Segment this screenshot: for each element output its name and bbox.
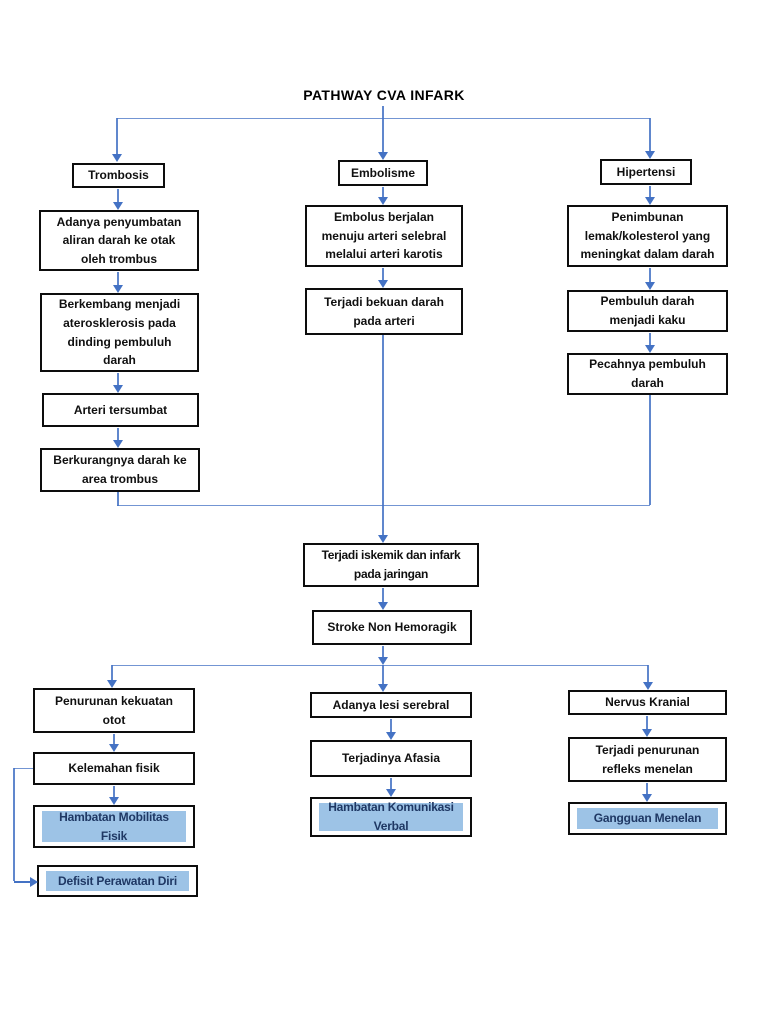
connector-line xyxy=(117,492,119,506)
arrow-head xyxy=(386,789,396,797)
connector-line xyxy=(382,335,384,535)
connector-line xyxy=(116,118,118,154)
connector-line xyxy=(13,768,15,881)
connector-line xyxy=(111,665,113,680)
arrow-head xyxy=(386,732,396,740)
node-embolisme-header: Embolisme xyxy=(338,160,428,186)
arrow-head xyxy=(107,680,117,688)
arrow-head xyxy=(378,280,388,288)
node-terjadi-penurunan-refleks: Terjadi penurunan refleks menelan xyxy=(568,737,727,782)
connector-line xyxy=(112,665,648,666)
arrow-head xyxy=(30,877,38,887)
arrow-head xyxy=(113,285,123,293)
connector-line xyxy=(14,881,30,883)
arrow-head xyxy=(643,682,653,690)
node-berkurangnya-darah: Berkurangnya darah ke area trombus xyxy=(40,448,200,492)
node-pecahnya-pembuluh-darah: Pecahnya pembuluh darah xyxy=(567,353,728,395)
connector-line xyxy=(390,778,392,789)
arrow-head xyxy=(642,729,652,737)
connector-line xyxy=(117,505,650,506)
connector-line xyxy=(117,272,119,285)
connector-line xyxy=(649,395,651,505)
node-penimbunan-lemak: Penimbunan lemak/kolesterol yang meningk… xyxy=(567,205,728,267)
node-terjadi-bekuan-darah: Terjadi bekuan darah pada arteri xyxy=(305,288,463,335)
connector-line xyxy=(117,189,119,202)
connector-line xyxy=(382,106,384,118)
arrow-head xyxy=(378,197,388,205)
node-adanya-penyumbatan: Adanya penyumbatan aliran darah ke otak … xyxy=(39,210,199,271)
connector-line xyxy=(117,373,119,385)
connector-line xyxy=(14,768,33,769)
node-hambatan-mobilitas-fisik: Hambatan Mobilitas Fisik xyxy=(33,805,195,848)
connector-line xyxy=(117,428,119,440)
connector-line xyxy=(649,186,651,197)
diagnosis-highlight: Hambatan Komunikasi Verbal xyxy=(319,800,463,833)
node-embolus-berjalan: Embolus berjalan menuju arteri selebral … xyxy=(305,205,463,267)
node-pembuluh-darah-kaku: Pembuluh darah menjadi kaku xyxy=(567,290,728,332)
connector-line xyxy=(646,783,648,794)
diagnosis-highlight: Hambatan Mobilitas Fisik xyxy=(42,810,186,843)
node-kelemahan-fisik: Kelemahan fisik xyxy=(33,752,195,785)
connector-line xyxy=(382,588,384,602)
arrow-head xyxy=(112,154,122,162)
arrow-head xyxy=(378,152,388,160)
node-hipertensi-header: Hipertensi xyxy=(600,159,692,185)
page-title: PATHWAY CVA INFARK xyxy=(303,87,465,103)
node-gangguan-menelan: Gangguan Menelan xyxy=(568,802,727,835)
node-trombosis-header: Trombosis xyxy=(72,163,165,188)
connector-line xyxy=(113,786,115,797)
connector-line xyxy=(647,665,649,682)
connector-line xyxy=(390,719,392,732)
arrow-head xyxy=(645,282,655,290)
arrow-head xyxy=(113,440,123,448)
arrow-head xyxy=(645,345,655,353)
arrow-head xyxy=(642,794,652,802)
connector-line xyxy=(382,187,384,197)
connector-line xyxy=(649,118,651,151)
node-penurunan-kekuatan-otot: Penurunan kekuatan otot xyxy=(33,688,195,733)
arrow-head xyxy=(378,602,388,610)
arrow-head xyxy=(378,657,388,665)
connector-line xyxy=(649,268,651,282)
node-nervus-kranial: Nervus Kranial xyxy=(568,690,727,715)
node-berkembang-aterosklerosis: Berkembang menjadi aterosklerosis pada d… xyxy=(40,293,199,372)
connector-line xyxy=(113,734,115,744)
connector-line xyxy=(382,268,384,280)
arrow-head xyxy=(113,202,123,210)
node-terjadinya-afasia: Terjadinya Afasia xyxy=(310,740,472,777)
arrow-head xyxy=(113,385,123,393)
arrow-head xyxy=(109,744,119,752)
connector-line xyxy=(382,118,384,152)
node-defisit-perawatan-diri: Defisit Perawatan Diri xyxy=(37,865,198,897)
arrow-head xyxy=(645,151,655,159)
connector-line xyxy=(382,646,384,657)
connector-line xyxy=(649,333,651,345)
arrow-head xyxy=(378,535,388,543)
node-hambatan-komunikasi-verbal: Hambatan Komunikasi Verbal xyxy=(310,797,472,837)
arrow-head xyxy=(378,684,388,692)
node-terjadi-iskemik-infark: Terjadi iskemik dan infark pada jaringan xyxy=(303,543,479,587)
diagnosis-highlight: Gangguan Menelan xyxy=(577,808,718,829)
node-adanya-lesi-serebral: Adanya lesi serebral xyxy=(310,692,472,718)
node-stroke-non-hemoragik: Stroke Non Hemoragik xyxy=(312,610,472,645)
diagnosis-highlight: Defisit Perawatan Diri xyxy=(46,871,189,891)
connector-line xyxy=(646,716,648,729)
arrow-head xyxy=(109,797,119,805)
node-arteri-tersumbat: Arteri tersumbat xyxy=(42,393,199,427)
arrow-head xyxy=(645,197,655,205)
connector-line xyxy=(382,665,384,684)
